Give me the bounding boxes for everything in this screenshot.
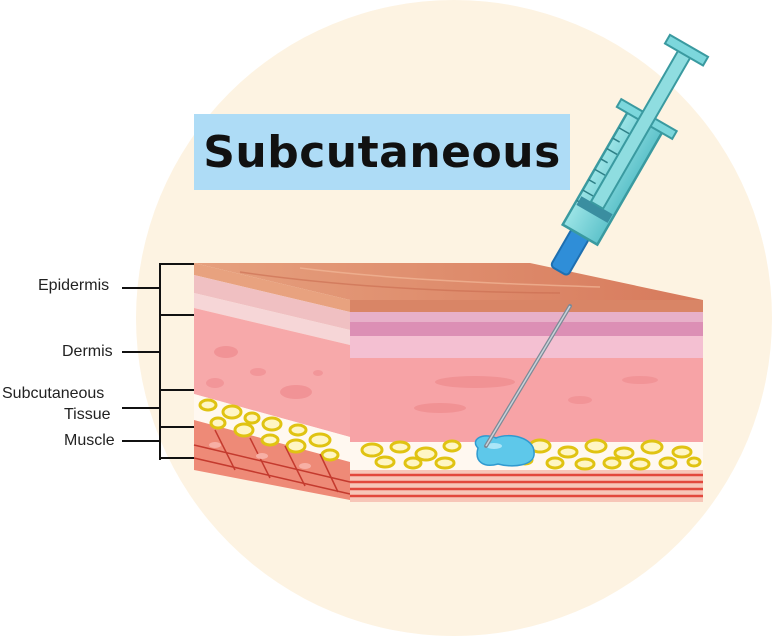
diagram-title: Subcutaneous bbox=[203, 126, 561, 178]
layer-bracket bbox=[122, 263, 194, 460]
label-dermis: Dermis bbox=[62, 343, 113, 360]
label-muscle: Muscle bbox=[64, 432, 115, 449]
label-epidermis: Epidermis bbox=[38, 277, 110, 294]
label-tissue: Tissue bbox=[64, 406, 111, 423]
label-subcutaneous: Subcutaneous bbox=[2, 385, 105, 402]
injected-fluid bbox=[474, 434, 535, 467]
skin-front-face bbox=[350, 300, 703, 502]
skin-left-face bbox=[193, 263, 351, 500]
syringe bbox=[484, 33, 710, 448]
title-banner: Subcutaneous bbox=[194, 114, 570, 190]
